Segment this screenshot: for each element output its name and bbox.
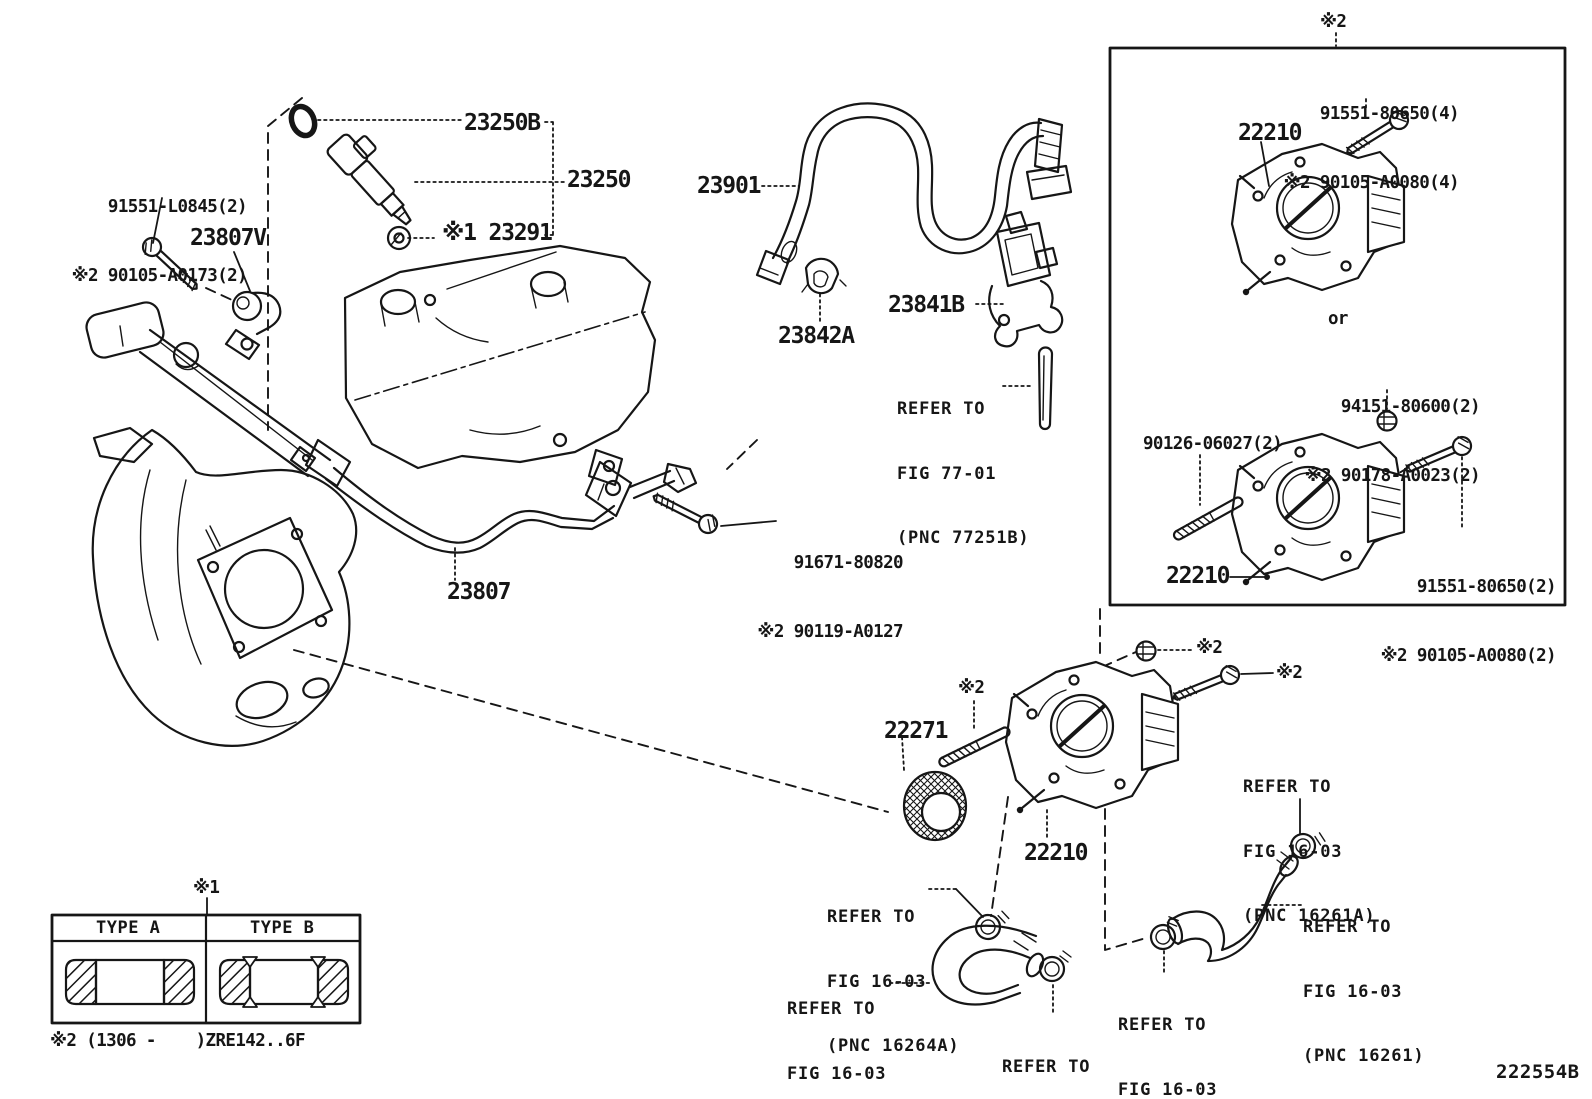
note1-table: ※1 <box>193 878 220 898</box>
stud-mid-drawing <box>936 724 1013 770</box>
note2-mid-right: ※2 <box>1276 663 1303 683</box>
callout-23291[interactable]: ※1 23291 <box>442 220 553 246</box>
clamp-16261a-left-drawing <box>1145 913 1186 953</box>
note2-mid-top: ※2 <box>1196 638 1223 658</box>
throttle-body-22210-drawing <box>1004 660 1180 816</box>
gasket-22271-drawing <box>902 770 968 842</box>
alternative-parts-box <box>1108 46 1567 607</box>
callout-23841B[interactable]: 23841B <box>888 292 965 318</box>
clamp-23842A-drawing <box>801 257 847 295</box>
clamp-16264a-bottom-drawing <box>1038 949 1073 983</box>
leader-lines <box>152 32 1463 1015</box>
callout-91551-80650-4[interactable]: 91551-80650(4) ※2 90105-A0080(4) <box>1283 104 1460 194</box>
bolt-mid-drawing <box>1168 661 1243 708</box>
grommet-23291-drawing <box>386 225 412 251</box>
table-header-type-a: TYPE A <box>96 918 161 938</box>
callout-22210-a[interactable]: 22210 <box>1238 120 1302 146</box>
callout-23901[interactable]: 23901 <box>697 173 761 199</box>
callout-23842A[interactable]: 23842A <box>778 323 855 349</box>
table-header-type-b: TYPE B <box>250 918 315 938</box>
callout-22210-b[interactable]: 22210 <box>1166 563 1230 589</box>
intake-manifold-drawing <box>91 426 358 747</box>
refer-fig-16-03-16261a-bottom: REFER TO FIG 16-03 (PNC 16261A) <box>1118 1015 1218 1099</box>
or-label: or <box>1328 309 1348 329</box>
refer-fig-16-03-16264a-top: REFER TO FIG 16-03 (PNC 16264A) <box>827 907 960 1056</box>
callout-91551-80650-2[interactable]: 91551-80650(2) ※2 90105-A0080(2) <box>1380 577 1557 667</box>
callout-22271[interactable]: 22271 <box>884 718 948 744</box>
refer-fig-16-03-16261: REFER TO FIG 16-03 (PNC 16261) <box>1303 917 1425 1066</box>
callout-23250B[interactable]: 23250B <box>464 110 541 136</box>
note2-mid-left: ※2 <box>958 678 985 698</box>
valve-23807V-drawing <box>231 290 282 336</box>
seal-type-b-drawing <box>218 956 350 1008</box>
engine-head-drawing <box>343 244 657 501</box>
nut-mid-drawing <box>1135 640 1157 662</box>
refer-fig-77-01: REFER TO FIG 77-01 (PNC 77251B) <box>897 399 1030 548</box>
sensor-23841B-drawing <box>988 210 1064 348</box>
callout-23250[interactable]: 23250 <box>567 167 631 193</box>
callout-22210-c[interactable]: 22210 <box>1024 840 1088 866</box>
fuel-pipe-23807-drawing <box>324 460 698 554</box>
fuel-hose-23901-drawing <box>755 102 1073 286</box>
callout-91671-80820[interactable]: 91671-80820 ※2 90119-A0127 <box>757 553 903 643</box>
oil-level-gauge-drawing <box>1037 346 1054 431</box>
hose-16261-drawing <box>1166 851 1299 963</box>
bolt-91671-drawing <box>648 486 722 538</box>
fuel-injector-23250-drawing <box>326 133 412 226</box>
seal-type-a-drawing <box>64 958 196 1006</box>
table-footnote: ※2 (1306 - )ZRE142..6F <box>50 1031 305 1051</box>
note2-box: ※2 <box>1320 12 1347 32</box>
figure-code: 222554B <box>1496 1061 1580 1083</box>
o-ring-23250B-drawing <box>288 103 318 139</box>
type-table-drawing <box>50 913 362 1025</box>
hose-16264-drawing <box>931 924 1045 1006</box>
callout-23807V[interactable]: 23807V <box>190 225 267 251</box>
callout-94151-80600[interactable]: 94151-80600(2) ※2 90178-A0023(2) <box>1304 397 1481 487</box>
callout-23807[interactable]: 23807 <box>447 579 511 605</box>
callout-91551-L0845[interactable]: 91551-L0845(2) ※2 90105-A0173(2) <box>71 197 248 287</box>
refer-fig-16-03-16264: REFER TO FIG 16-03 (PNC 16264) <box>787 999 887 1084</box>
refer-fig-16-03-16261a-right: REFER TO FIG 16-03 (PNC 16261A) <box>1243 777 1376 926</box>
callout-90126-06027[interactable]: 90126-06027(2) <box>1143 434 1283 454</box>
fuel-rail-drawing <box>85 301 352 488</box>
refer-fig-16-03-16264a-bottom: REFER TO FIG 16-03 (PNC 16264A) <box>1002 1057 1091 1077</box>
